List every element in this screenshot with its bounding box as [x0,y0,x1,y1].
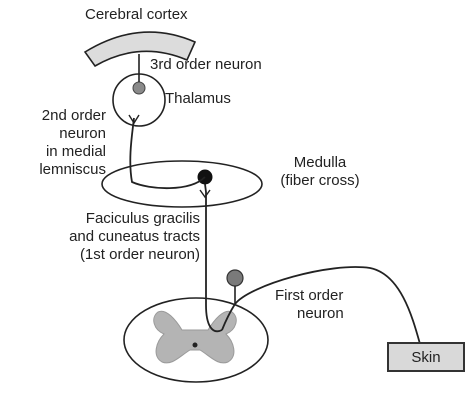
second-order-neuron-label: 2nd order neuron in medial lemniscus [2,107,106,179]
second-order-neuron-line-4: lemniscus [2,161,106,179]
skin-box: Skin [387,342,465,372]
second-order-neuron-line-1: 2nd order [2,107,106,125]
cerebral-cortex-label: Cerebral cortex [85,6,188,24]
spinal-gray-matter [154,311,237,363]
second-order-neuron-line-3: in medial [2,143,106,161]
second-order-neuron-line-2: neuron [2,125,106,143]
fasciculus-line-1: Faciculus gracilis [30,210,200,228]
second-order-axon [130,118,205,188]
medulla-label: Medulla (fiber cross) [266,154,374,190]
skin-label: Skin [411,349,440,366]
thalamus-label: Thalamus [165,90,231,108]
third-order-neuron-label: 3rd order neuron [150,56,262,74]
first-order-neuron-body [227,270,243,286]
central-canal [193,343,198,348]
medulla-line-2: (fiber cross) [266,172,374,190]
third-order-neuron-body [133,82,145,94]
medulla-line-1: Medulla [266,154,374,172]
fasciculus-label: Faciculus gracilis and cuneatus tracts (… [30,210,200,264]
first-order-neuron-line-2: neuron [275,305,344,323]
medulla-ellipse [102,161,262,207]
first-order-neuron-line-1: First order [275,287,344,305]
fasciculus-line-3: (1st order neuron) [30,246,200,264]
fasciculus-line-2: and cuneatus tracts [30,228,200,246]
first-order-neuron-label: First order neuron [275,287,344,323]
